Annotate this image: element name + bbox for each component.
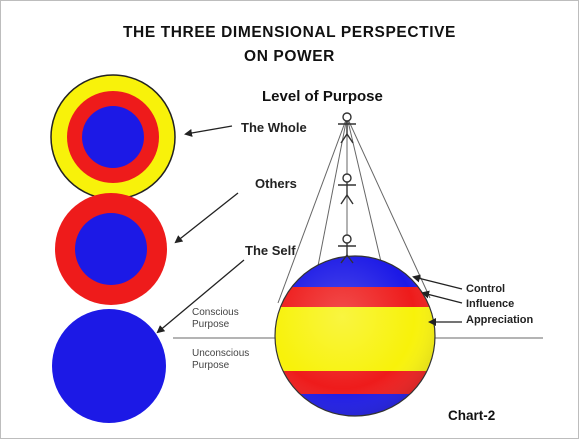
conscious-label: Conscious Purpose xyxy=(192,307,239,330)
level-of-purpose-label: Level of Purpose xyxy=(262,88,383,105)
figure-icon xyxy=(338,173,356,205)
power-sphere xyxy=(275,256,435,416)
circle-the-whole xyxy=(50,74,176,200)
chart-label: Chart-2 xyxy=(448,408,496,423)
level-others-label: Others xyxy=(255,176,297,191)
level-self-label: The Self xyxy=(245,243,296,258)
figure-icon xyxy=(338,112,356,144)
title-line-2: ON POWER xyxy=(244,48,335,65)
legend-influence: Influence xyxy=(466,298,515,310)
legend-control: Control xyxy=(466,283,506,295)
circle-the-self xyxy=(52,309,166,423)
arrow-others xyxy=(174,192,239,244)
level-whole-label: The Whole xyxy=(241,120,307,135)
figure-icon xyxy=(338,234,356,264)
arrow-self xyxy=(156,259,245,334)
title-line-1: THE THREE DIMENSIONAL PERSPECTIVE xyxy=(122,24,456,41)
sphere-outline xyxy=(274,255,436,417)
arrow-control xyxy=(412,274,463,290)
circle-others xyxy=(55,193,167,305)
arrow-whole xyxy=(184,125,233,137)
unconscious-label: Unconscious Purpose xyxy=(192,348,250,371)
legend-appreciation: Appreciation xyxy=(466,314,534,326)
arrow-influence xyxy=(421,290,463,304)
